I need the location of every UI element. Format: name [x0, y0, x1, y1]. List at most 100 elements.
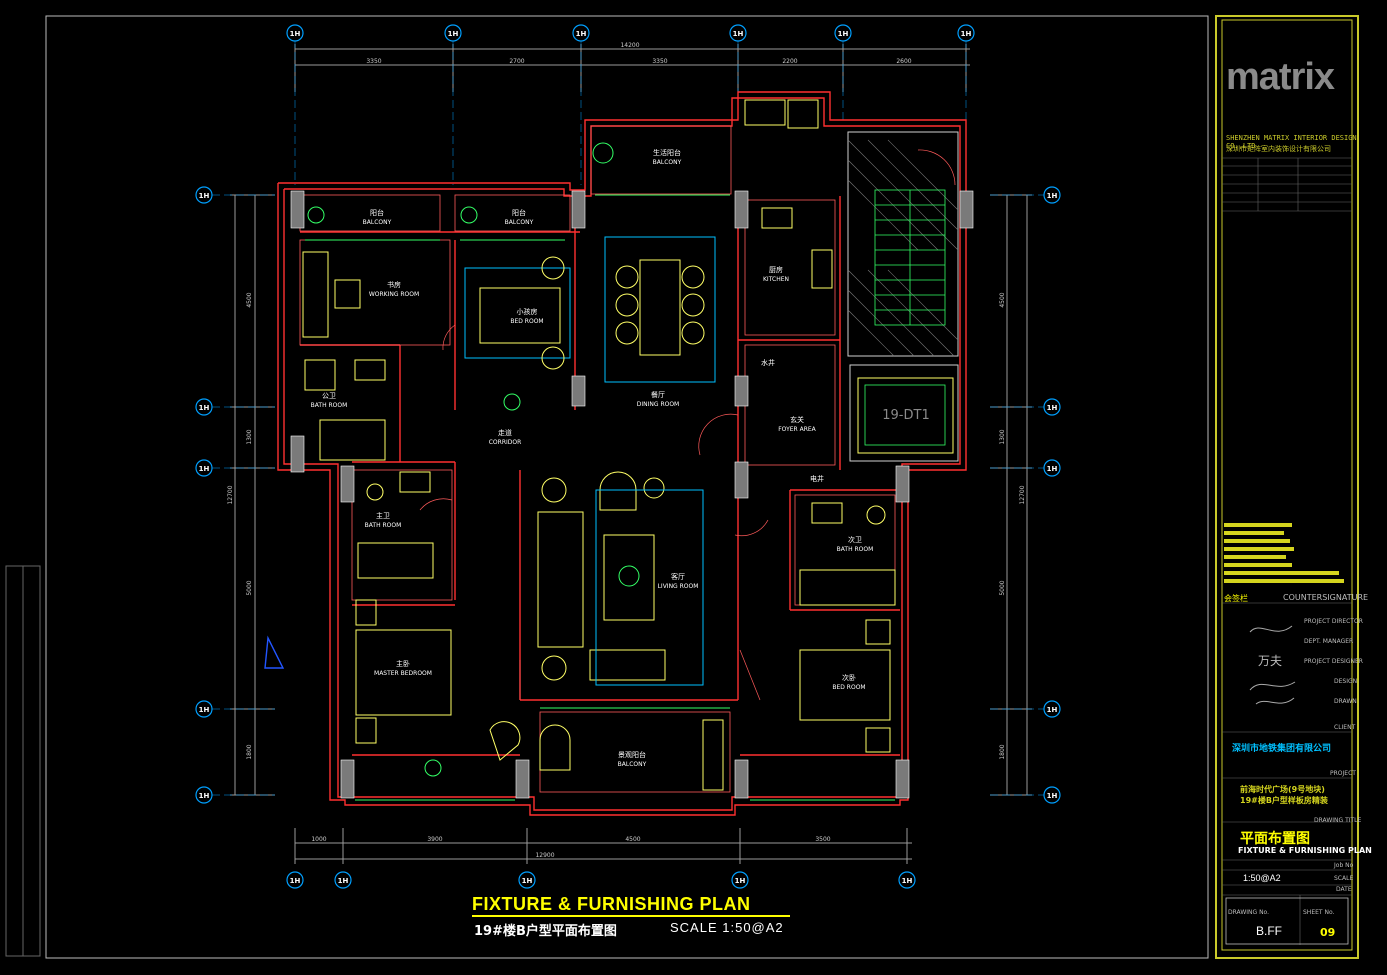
- room-public-bath-en: BATH ROOM: [311, 402, 348, 409]
- room-second-bath-en: BATH ROOM: [837, 546, 874, 553]
- project-label: PROJECT: [1330, 770, 1356, 777]
- dim-bottom-3: 4500: [625, 836, 640, 843]
- room-view-balcony-cn: 景观阳台: [618, 750, 646, 759]
- axis-bottom-2: 1H: [338, 877, 349, 885]
- room-balcony-2-cn: 阳台: [512, 208, 526, 217]
- axis-right-3: 1H: [1047, 465, 1058, 473]
- elevator-label: 19-DT1: [882, 408, 929, 423]
- axis-right-1: 1H: [1047, 192, 1058, 200]
- client-name: 深圳市地铁集团有限公司: [1232, 744, 1332, 754]
- axis-left-3: 1H: [199, 465, 210, 473]
- axis-top-5: 1H: [838, 30, 849, 38]
- windows: [305, 194, 895, 801]
- room-study-en: WORKING ROOM: [369, 291, 419, 298]
- scale-label: SCALE: [1334, 875, 1354, 882]
- dim-bottom-1: 1000: [311, 836, 326, 843]
- room-public-bath-cn: 公卫: [322, 392, 336, 400]
- designer-signature: 万夫: [1258, 654, 1283, 668]
- room-foyer-en: FOYER AREA: [778, 426, 816, 433]
- axis-left-5: 1H: [199, 792, 210, 800]
- drawing-number: B.FF: [1256, 924, 1282, 938]
- dim-top-total: 14200: [620, 42, 639, 49]
- section-marker-icon: [264, 635, 285, 669]
- dim-bottom-total: 12900: [535, 852, 554, 859]
- room-service-balcony-en: BALCONY: [653, 159, 682, 166]
- dim-top-4: 2200: [782, 58, 797, 65]
- role-project-director: PROJECT DIRECTOR: [1304, 618, 1363, 625]
- drawing-subtitle: 19#楼B户型平面布置图: [474, 924, 617, 939]
- furniture: [302, 99, 896, 791]
- axis-right-4: 1H: [1047, 706, 1058, 714]
- dimension-lines: [230, 44, 1032, 864]
- drawing-scale: SCALE 1:50@A2: [670, 920, 784, 935]
- dim-left-3: 5000: [246, 580, 253, 595]
- axis-left-4: 1H: [199, 706, 210, 714]
- room-view-balcony-en: BALCONY: [618, 761, 647, 768]
- room-balcony-2-en: BALCONY: [505, 219, 534, 226]
- dim-top-3: 3350: [652, 58, 667, 65]
- dim-right-4: 1800: [999, 744, 1006, 759]
- role-dept-manager: DEPT. MANAGER: [1304, 638, 1354, 645]
- countersign-label-en: COUNTERSIGNATURE: [1283, 593, 1369, 602]
- axis-top-6: 1H: [961, 30, 972, 38]
- axis-right-5: 1H: [1047, 792, 1058, 800]
- client-label: CLIENT: [1334, 724, 1356, 731]
- axis-bottom-3: 1H: [522, 877, 533, 885]
- dim-left-1: 4500: [246, 292, 253, 307]
- drawing-title-underline: [472, 915, 790, 917]
- dim-left-4: 1800: [246, 744, 253, 759]
- room-master-bath-cn: 主卫: [376, 511, 390, 520]
- scale-value: 1:50@A2: [1243, 873, 1281, 883]
- side-ruler: [5, 565, 41, 957]
- axis-left-2: 1H: [199, 404, 210, 412]
- axis-left-1: 1H: [199, 192, 210, 200]
- sheet-no-label: SHEET No.: [1303, 909, 1335, 916]
- room-study-cn: 书房: [387, 280, 401, 289]
- room-dining-cn: 餐厅: [651, 390, 665, 399]
- axis-bottom-5: 1H: [902, 877, 913, 885]
- axis-bottom-1: 1H: [290, 877, 301, 885]
- job-no-label: Job No: [1334, 862, 1354, 869]
- room-corridor-cn: 走道: [498, 428, 512, 437]
- role-drawn: DRAWN: [1334, 698, 1357, 705]
- title-block-drawing-title-en: FIXTURE & FURNISHING PLAN: [1238, 846, 1372, 855]
- title-block-drawing-title-cn: 平面布置图: [1240, 831, 1310, 847]
- shaft-elec-label: 电井: [810, 474, 824, 483]
- dim-bottom-2: 3900: [427, 836, 442, 843]
- room-balcony-1-cn: 阳台: [370, 208, 384, 217]
- dim-right-total: 12700: [1019, 485, 1026, 504]
- project-name: 前海时代广场(9号地块) 19#楼B户型样板房精装: [1240, 784, 1328, 806]
- date-label: DATE: [1336, 886, 1352, 893]
- countersign-label-cn: 会签栏: [1224, 594, 1248, 603]
- dim-right-3: 5000: [999, 580, 1006, 595]
- company-name-cn: 深圳市矩阵室内装饰设计有限公司: [1226, 145, 1331, 153]
- doors: [419, 149, 956, 701]
- company-name-en: SHENZHEN MATRIX INTERIOR DESIGN CO.,LTD: [1226, 134, 1357, 150]
- room-corridor-en: CORRIDOR: [489, 439, 522, 446]
- axis-right-2: 1H: [1047, 404, 1058, 412]
- project-line-1: 前海时代广场(9号地块): [1240, 785, 1325, 794]
- signatures: [1249, 625, 1296, 705]
- sheet-number: 09: [1320, 926, 1336, 939]
- role-project-designer: PROJECT DESIGNER: [1304, 658, 1363, 665]
- room-second-bath-cn: 次卫: [848, 535, 862, 544]
- room-living-en: LIVING ROOM: [658, 583, 699, 590]
- room-master-bath-en: BATH ROOM: [365, 522, 402, 529]
- room-master-bed-en: MASTER BEDROOM: [374, 670, 432, 677]
- room-second-bed-cn: 次卧: [842, 673, 856, 682]
- room-master-bed-cn: 主卧: [396, 659, 410, 668]
- axis-top-2: 1H: [448, 30, 459, 38]
- brand-logo: matrix: [1226, 56, 1335, 98]
- drawing-no-label: DRAWING No.: [1228, 909, 1270, 916]
- columns: [290, 190, 974, 799]
- grid-bubbles: [195, 24, 1061, 889]
- drawing-title-label: DRAWING TITLE: [1314, 817, 1362, 824]
- grid-lines: [212, 40, 1045, 796]
- dim-top-2: 2700: [509, 58, 524, 65]
- dim-left-2: 1300: [246, 429, 253, 444]
- project-line-2: 19#楼B户型样板房精装: [1240, 796, 1328, 805]
- room-kitchen-cn: 厨房: [769, 265, 783, 274]
- shaft-water-label: 水井: [761, 358, 775, 367]
- stair-core: 19-DT1: [847, 131, 959, 462]
